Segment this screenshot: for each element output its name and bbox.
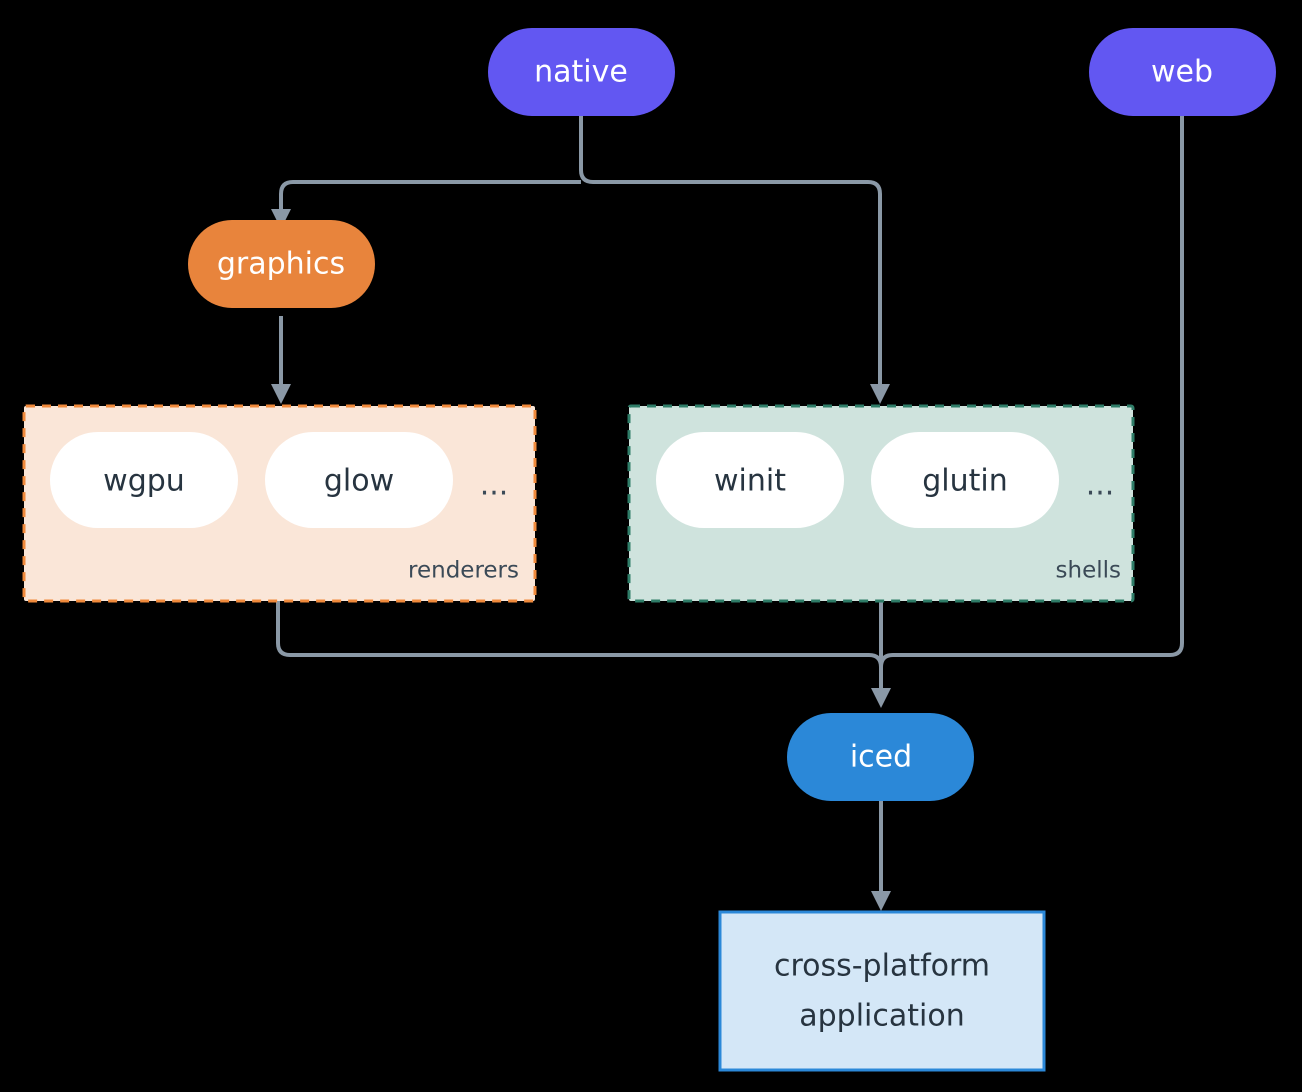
winit-pill [656, 432, 844, 528]
arrowhead-native-to-shells [870, 384, 890, 404]
arrowhead-into-iced [871, 688, 891, 708]
native-pill [488, 28, 675, 116]
wgpu-label: wgpu [103, 464, 185, 499]
renderers-ellipsis: ... [480, 468, 509, 503]
web-pill [1089, 28, 1276, 116]
iced-pill [787, 713, 974, 801]
shells-ellipsis: ... [1086, 468, 1115, 503]
glutin-label: glutin [922, 464, 1008, 499]
glow-pill [265, 432, 453, 528]
winit-label: winit [714, 464, 786, 499]
arrowhead-iced-to-application [871, 891, 891, 911]
edge-renderers-to-iced [276, 601, 883, 690]
group-renderers[interactable]: wgpu glow ... renderers [22, 404, 537, 603]
leaf-glutin[interactable]: glutin [871, 432, 1059, 528]
web-label: web [1151, 55, 1213, 90]
graphics-pill [188, 220, 375, 308]
arrowhead-graphics-to-renderers [271, 384, 291, 404]
application-label-line1: cross-platform [774, 949, 990, 984]
edge-native-to-graphics-run [279, 180, 581, 212]
application-box [718, 910, 1046, 1072]
group-shells[interactable]: winit glutin ... shells [627, 404, 1135, 603]
iced-label: iced [850, 740, 912, 775]
application-label-line2: application [799, 999, 964, 1034]
renderers-caption: renderers [408, 558, 519, 584]
wgpu-pill [50, 432, 238, 528]
graphics-label: graphics [217, 247, 345, 282]
glow-label: glow [324, 464, 394, 499]
arrowhead-native-to-graphics [271, 209, 291, 229]
native-label: native [534, 55, 628, 90]
leaf-wgpu[interactable]: wgpu [50, 432, 238, 528]
glutin-pill [871, 432, 1059, 528]
edge-native-split [579, 116, 882, 386]
leaf-glow[interactable]: glow [265, 432, 453, 528]
node-web[interactable]: web [1089, 28, 1276, 116]
leaf-winit[interactable]: winit [656, 432, 844, 528]
node-native[interactable]: native [488, 28, 675, 116]
node-iced[interactable]: iced [787, 713, 974, 801]
node-graphics[interactable]: graphics [188, 220, 375, 308]
node-application[interactable]: cross-platform application [718, 910, 1046, 1072]
shells-caption: shells [1056, 558, 1121, 584]
edge-web-to-iced [879, 116, 1184, 690]
edge-layer [271, 116, 1184, 911]
